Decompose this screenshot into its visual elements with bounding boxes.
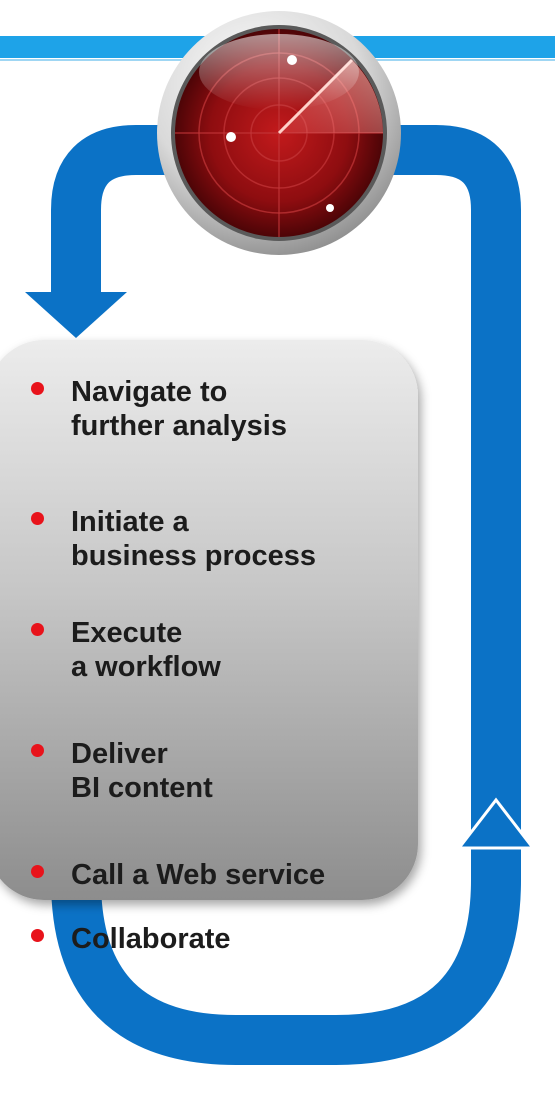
bullet-icon: [31, 382, 44, 395]
list-item: Initiate a business process: [22, 505, 422, 573]
radar-icon: [157, 11, 401, 255]
list-item-label: Call a Web service: [71, 859, 326, 891]
arrow-down-icon: [25, 292, 127, 338]
bullet-icon: [31, 512, 44, 525]
bullet-icon: [31, 744, 44, 757]
list-item: Navigate to further analysis: [22, 375, 422, 443]
list-item-label: Initiate a business process: [71, 506, 316, 572]
bullet-icon: [31, 865, 44, 878]
list-item-label: Navigate to further analysis: [71, 376, 287, 442]
bullet-icon: [31, 929, 44, 942]
bullet-icon: [31, 623, 44, 636]
list-item: Deliver BI content: [22, 737, 422, 805]
list-item: Collaborate: [22, 922, 422, 956]
list-item-label: Deliver BI content: [71, 738, 213, 804]
arrow-up-icon: [455, 797, 537, 850]
list-item-label: Execute a workflow: [71, 617, 221, 683]
list-item: Execute a workflow: [22, 616, 422, 684]
list-item: Call a Web service: [22, 858, 422, 892]
actions-panel: [0, 340, 418, 900]
cycle-arrow-path: [51, 125, 521, 1065]
list-item-label: Collaborate: [71, 923, 231, 955]
